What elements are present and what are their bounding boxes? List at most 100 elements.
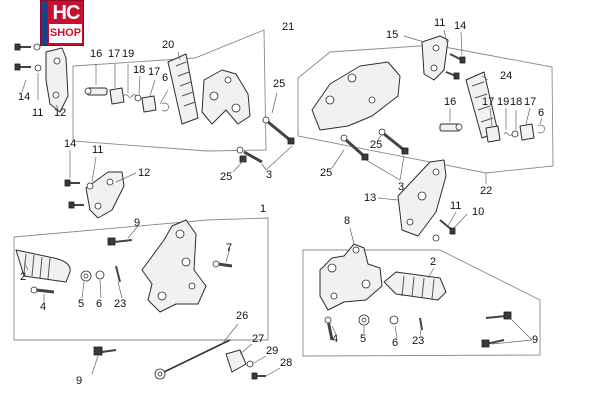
- callout-2: 2: [430, 256, 437, 268]
- clip-6-right: [537, 124, 545, 134]
- callout-17: 17: [524, 96, 537, 108]
- callout-24: 24: [500, 70, 513, 82]
- callout-7: 7: [226, 242, 233, 254]
- callout-5: 5: [360, 333, 367, 345]
- callout-17: 17: [108, 48, 121, 60]
- footpeg-2-left: [15, 249, 71, 283]
- screw-10: [439, 219, 456, 235]
- pin-16-left: [84, 87, 108, 96]
- callout-6: 6: [96, 298, 103, 310]
- callout-4: 4: [40, 301, 47, 313]
- washer-11-top: [33, 43, 42, 72]
- switch-27: [225, 349, 247, 373]
- rear-set-bracket-8: [319, 243, 383, 311]
- callout-14: 14: [18, 91, 31, 103]
- footpeg-2-right: [383, 271, 447, 301]
- callout-3: 3: [398, 181, 405, 193]
- group-box-1: [13, 217, 269, 341]
- washer-11-mid: [86, 182, 94, 190]
- callout-12: 12: [54, 107, 67, 119]
- callout-21: 21: [282, 21, 295, 33]
- bolt-25-left: [236, 146, 263, 164]
- spring-5-right: [358, 314, 370, 326]
- ball-18-right: [511, 130, 519, 138]
- callout-16: 16: [444, 96, 457, 108]
- callout-17: 17: [148, 66, 161, 78]
- callout-18: 18: [133, 64, 146, 76]
- callout-25: 25: [370, 139, 383, 151]
- callout-6: 6: [538, 107, 545, 119]
- spring-19-right: [503, 132, 513, 136]
- bracket-12-top: [45, 47, 69, 113]
- logo-text-shop: SHOP: [49, 24, 82, 43]
- callout-19: 19: [497, 96, 510, 108]
- callout-25: 25: [320, 167, 333, 179]
- callout-3: 3: [266, 169, 273, 181]
- callout-11: 11: [450, 200, 462, 212]
- washer-6-right: [389, 315, 399, 325]
- callout-2: 2: [20, 271, 27, 283]
- callout-9: 9: [134, 217, 141, 229]
- bolt-3-left: [262, 116, 295, 145]
- bracket-12-mid: [85, 171, 125, 219]
- callout-9: 9: [76, 375, 83, 387]
- bolt-9-bottom: [93, 346, 117, 356]
- callout-25: 25: [273, 78, 286, 90]
- group-box-22: [297, 44, 554, 174]
- rear-set-bracket-1: [141, 219, 207, 313]
- callout-27: 27: [252, 333, 265, 345]
- callout-23: 23: [412, 335, 425, 347]
- screw-14-mid: [64, 179, 84, 209]
- logo-text-hc: HC: [52, 2, 81, 24]
- callout-15: 15: [386, 29, 399, 41]
- bolt-9-left: [107, 237, 133, 246]
- plate-17-left: [109, 87, 125, 105]
- group-box-21: [72, 29, 267, 152]
- screw-14-right: [445, 53, 466, 80]
- pin-4-right: [324, 316, 334, 341]
- hc-shop-logo: HC SHOP: [40, 0, 84, 46]
- callout-6: 6: [162, 72, 169, 84]
- callout-4: 4: [332, 333, 339, 345]
- bracket-15: [421, 35, 449, 81]
- callout-10: 10: [472, 206, 485, 218]
- callout-6: 6: [392, 337, 399, 349]
- pin-7: [212, 260, 233, 268]
- callout-12: 12: [138, 167, 151, 179]
- group-box-8: [302, 249, 541, 357]
- callout-14: 14: [64, 138, 77, 150]
- spring-5-left: [80, 270, 92, 282]
- callout-18: 18: [510, 96, 523, 108]
- bolt-9-right: [481, 311, 512, 348]
- callout-23: 23: [114, 298, 127, 310]
- screw-14-top: [14, 43, 31, 71]
- callout-25: 25: [220, 171, 233, 183]
- callout-19: 19: [122, 48, 135, 60]
- callout-29: 29: [266, 345, 279, 357]
- footpeg-bracket-22: [311, 61, 401, 131]
- callout-26: 26: [236, 310, 249, 322]
- washer-11-right: [432, 234, 440, 242]
- callout-11: 11: [434, 17, 446, 29]
- footpeg-bracket-21: [201, 69, 251, 125]
- washer-29: [246, 360, 254, 368]
- logo-blue-stripe: [41, 1, 48, 45]
- callout-14: 14: [454, 20, 467, 32]
- pin-23-right: [419, 317, 423, 331]
- callout-17: 17: [482, 96, 495, 108]
- pin-16-right: [439, 123, 463, 132]
- callout-20: 20: [162, 39, 175, 51]
- pin-4-left: [30, 286, 55, 294]
- callout-1: 1: [260, 203, 267, 215]
- clip-6-left: [161, 102, 169, 112]
- rod-26: [154, 339, 231, 380]
- callout-13: 13: [364, 192, 377, 204]
- callout-9: 9: [532, 334, 539, 346]
- bracket-13: [397, 159, 447, 237]
- screw-28: [251, 372, 266, 380]
- callout-28: 28: [280, 357, 293, 369]
- footpeg-20: [167, 53, 199, 125]
- callout-22: 22: [480, 185, 493, 197]
